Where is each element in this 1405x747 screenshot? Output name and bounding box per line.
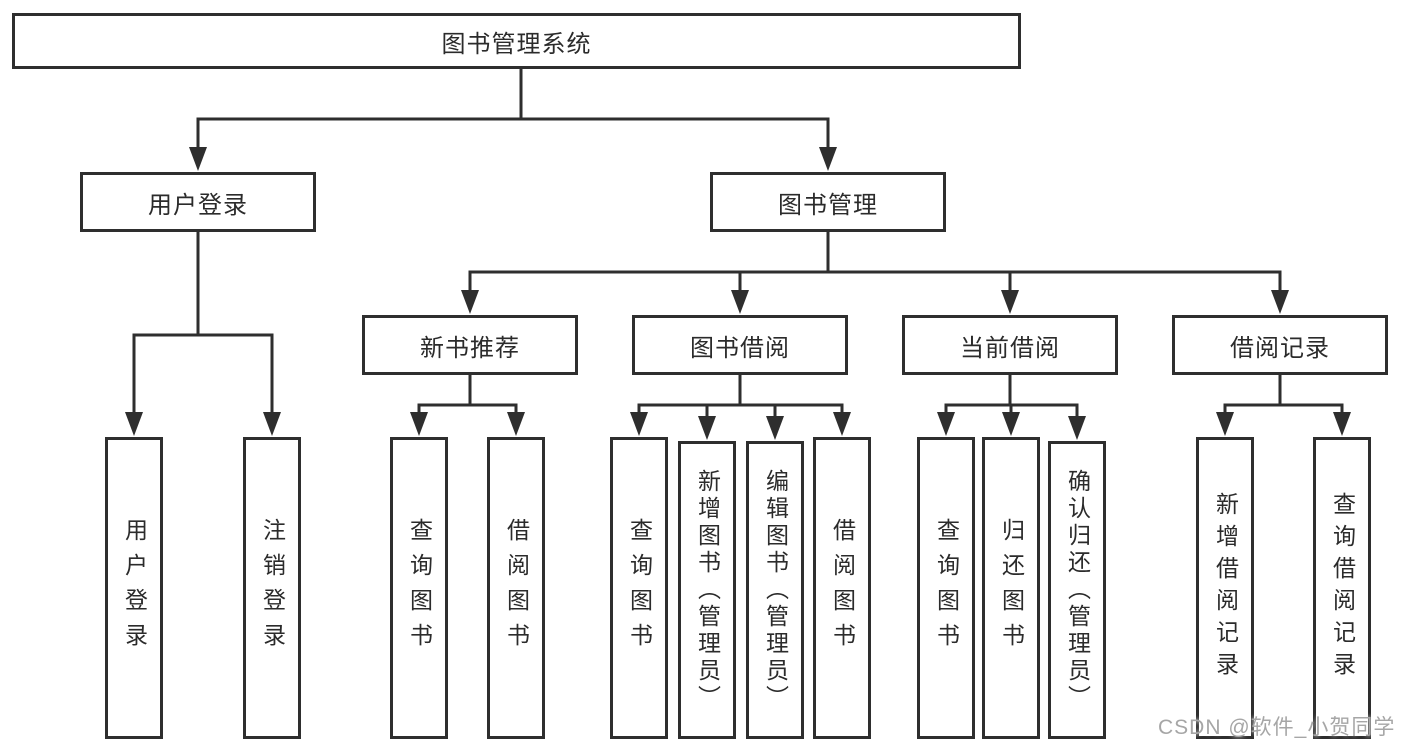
connector-root-to-level2 (189, 67, 837, 171)
arrowhead-icon (507, 412, 525, 436)
arrowhead-icon (1271, 290, 1289, 314)
arrowhead-icon (1333, 412, 1351, 436)
node-borrow-records: 借阅记录 (1172, 315, 1388, 375)
leaf-current-query-books: 查询图书 (917, 437, 975, 739)
arrowhead-icon (833, 412, 851, 436)
node-user-login: 用户登录 (80, 172, 316, 232)
node-current-borrow: 当前借阅 (902, 315, 1118, 375)
arrowhead-icon (263, 412, 281, 436)
leaf-current-return-books: 归还图书 (982, 437, 1040, 739)
arrowhead-icon (1001, 290, 1019, 314)
leaf-borrow-query-books: 查询图书 (610, 437, 668, 739)
connector-book-borrow-children (630, 373, 851, 440)
csdn-watermark: CSDN @软件_小贺同学 (1158, 716, 1396, 739)
connector-current-borrow-children (937, 373, 1086, 440)
connector-new-book-rec-children (410, 373, 525, 436)
leaf-borrow-borrow-books: 借阅图书 (813, 437, 871, 739)
leaf-records-add-record: 新增借阅记录 (1196, 437, 1254, 739)
arrowhead-icon (461, 290, 479, 314)
arrowhead-icon (731, 290, 749, 314)
arrowhead-icon (1002, 412, 1020, 436)
node-root: 图书管理系统 (12, 13, 1021, 69)
leaf-current-confirm-return-admin: 确认归还（管理员） (1048, 441, 1106, 739)
leaf-newbook-query-books: 查询图书 (390, 437, 448, 739)
node-book-borrow: 图书借阅 (632, 315, 848, 375)
node-new-book-recommend: 新书推荐 (362, 315, 578, 375)
arrowhead-icon (1216, 412, 1234, 436)
arrowhead-icon (937, 412, 955, 436)
leaf-newbook-borrow-books: 借阅图书 (487, 437, 545, 739)
leaf-records-query-record: 查询借阅记录 (1313, 437, 1371, 739)
connector-borrow-records-children (1216, 373, 1351, 436)
connector-book-mgmt-children (461, 230, 1289, 314)
leaf-user-login: 用户登录 (105, 437, 163, 739)
arrowhead-icon (189, 147, 207, 171)
arrowhead-icon (410, 412, 428, 436)
node-book-management: 图书管理 (710, 172, 946, 232)
leaf-borrow-add-books-admin: 新增图书（管理员） (678, 441, 736, 739)
arrowhead-icon (125, 412, 143, 436)
arrowhead-icon (1068, 416, 1086, 440)
arrowhead-icon (766, 416, 784, 440)
connector-user-login-children (125, 230, 281, 436)
leaf-borrow-edit-books-admin: 编辑图书（管理员） (746, 441, 804, 739)
leaf-logout: 注销登录 (243, 437, 301, 739)
arrowhead-icon (819, 147, 837, 171)
arrowhead-icon (698, 416, 716, 440)
arrowhead-icon (630, 412, 648, 436)
